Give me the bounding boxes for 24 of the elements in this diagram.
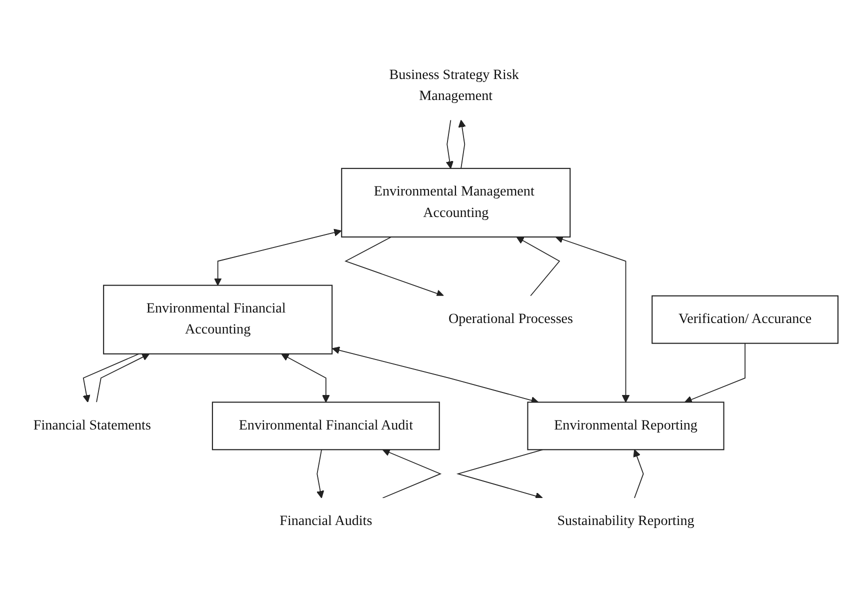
arrow [684, 342, 746, 404]
arrow [446, 120, 454, 169]
arrow [344, 236, 444, 298]
arrow [281, 354, 330, 403]
arrow [516, 236, 560, 296]
node-text: Financial Statements [33, 418, 151, 433]
arrow [214, 228, 342, 286]
node-box: Environmental Financial Audit [212, 402, 440, 450]
node-text: Sustainability Reporting [557, 514, 694, 529]
arrow [82, 353, 140, 403]
node-box: Environmental Financial Accounting [103, 284, 333, 354]
arrow [382, 448, 442, 498]
node-box: Environmental Management Accounting [341, 168, 571, 238]
arrow [316, 449, 324, 498]
node-box: Environmental Reporting [527, 402, 724, 450]
arrow [96, 354, 150, 403]
arrow [555, 236, 630, 403]
arrow [458, 120, 466, 169]
arrow [633, 449, 644, 498]
node-text: Financial Audits [280, 514, 372, 529]
node-text: Operational Processes [448, 312, 574, 327]
node-text: Business Strategy Risk Management [389, 67, 519, 104]
arrow [456, 449, 544, 500]
node-box: Verification/ Accurance [652, 295, 838, 344]
